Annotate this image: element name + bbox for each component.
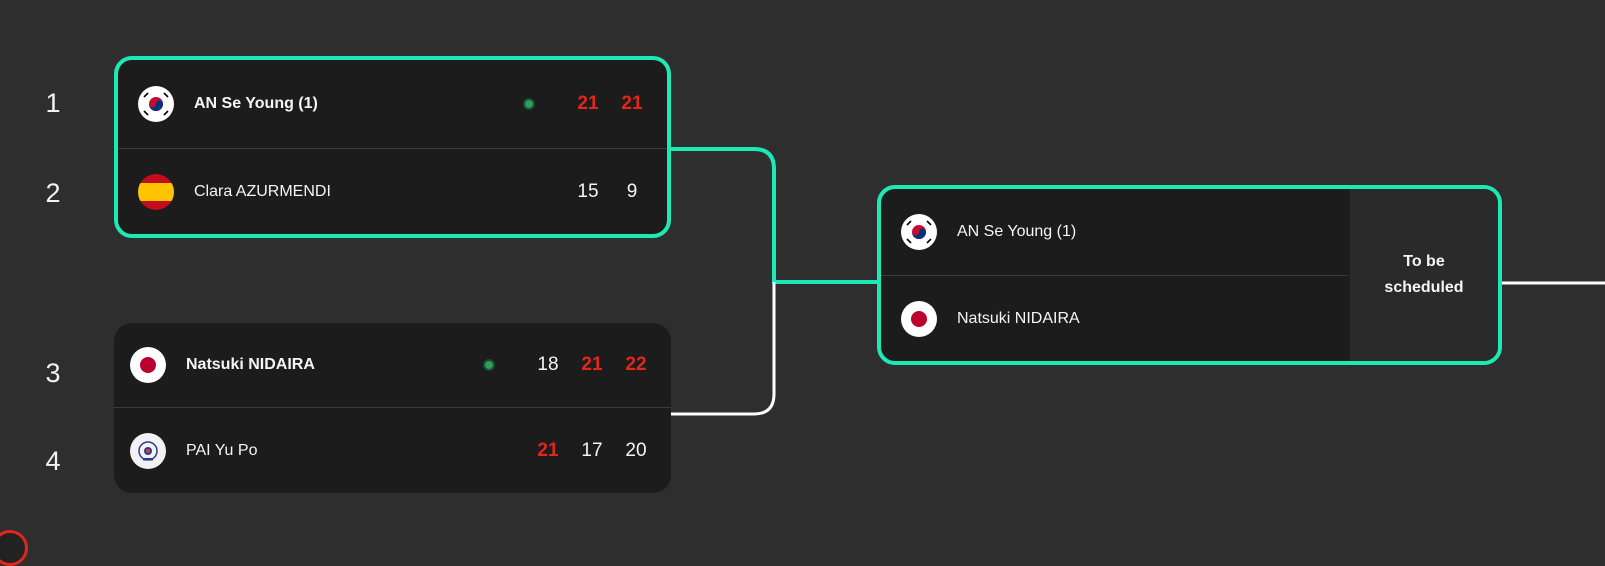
player-row: Natsuki NIDAIRA [881, 276, 1349, 361]
player-row: PAI Yu Po 21 17 20 [114, 408, 671, 493]
player-name: AN Se Young (1) [957, 223, 1077, 240]
player-row: AN Se Young (1) 21 21 [118, 60, 667, 149]
chinese-taipei-flag-icon [130, 432, 166, 469]
spain-flag-icon [138, 173, 174, 210]
set-score: 21 [621, 93, 643, 114]
player-row: AN Se Young (1) [881, 189, 1349, 276]
player-name: Clara AZURMENDI [194, 182, 331, 200]
seed-number: 3 [45, 358, 61, 388]
set-score: 21 [537, 439, 559, 461]
south-korea-flag-icon [138, 86, 174, 122]
player-row: Clara AZURMENDI 15 9 [118, 149, 667, 234]
match-card-1[interactable]: AN Se Young (1) 21 21 Clara AZURMENDI 15… [114, 56, 671, 238]
serving-indicator-icon [523, 98, 535, 110]
japan-flag-icon [130, 347, 166, 383]
match-card-round2[interactable]: AN Se Young (1) Natsuki NIDAIRA To be sc… [877, 185, 1502, 365]
match-card-2[interactable]: Natsuki NIDAIRA 18 21 22 PAI Yu Po 21 17… [114, 323, 671, 493]
score-list: 21 21 [523, 93, 645, 115]
player-row: Natsuki NIDAIRA 18 21 22 [114, 323, 671, 408]
set-score: 18 [537, 354, 559, 375]
set-score: 15 [577, 180, 599, 202]
seed-number: 1 [45, 88, 61, 118]
connector-loser-path [670, 282, 776, 416]
set-score: 20 [625, 439, 647, 461]
set-score: 17 [581, 439, 603, 461]
player-name: PAI Yu Po [186, 441, 258, 459]
match-status: To be scheduled [1350, 189, 1498, 361]
japan-flag-icon [901, 300, 937, 337]
connector-winner-path [670, 147, 880, 284]
serving-indicator-icon [483, 359, 495, 371]
score-list: 18 21 22 [483, 354, 649, 376]
south-korea-flag-icon [901, 214, 937, 250]
seed-number: 2 [45, 178, 61, 208]
score-list: 21 17 20 [517, 440, 649, 462]
set-score: 22 [625, 354, 647, 375]
score-list: 15 9 [557, 181, 645, 203]
bracket-connectors [670, 147, 1605, 416]
seed-number: 4 [45, 446, 61, 476]
player-name: Natsuki NIDAIRA [957, 309, 1080, 327]
set-score: 9 [626, 180, 638, 202]
player-name: AN Se Young (1) [194, 95, 318, 112]
set-score: 21 [581, 354, 603, 375]
player-name: Natsuki NIDAIRA [186, 356, 315, 373]
set-score: 21 [577, 93, 599, 114]
